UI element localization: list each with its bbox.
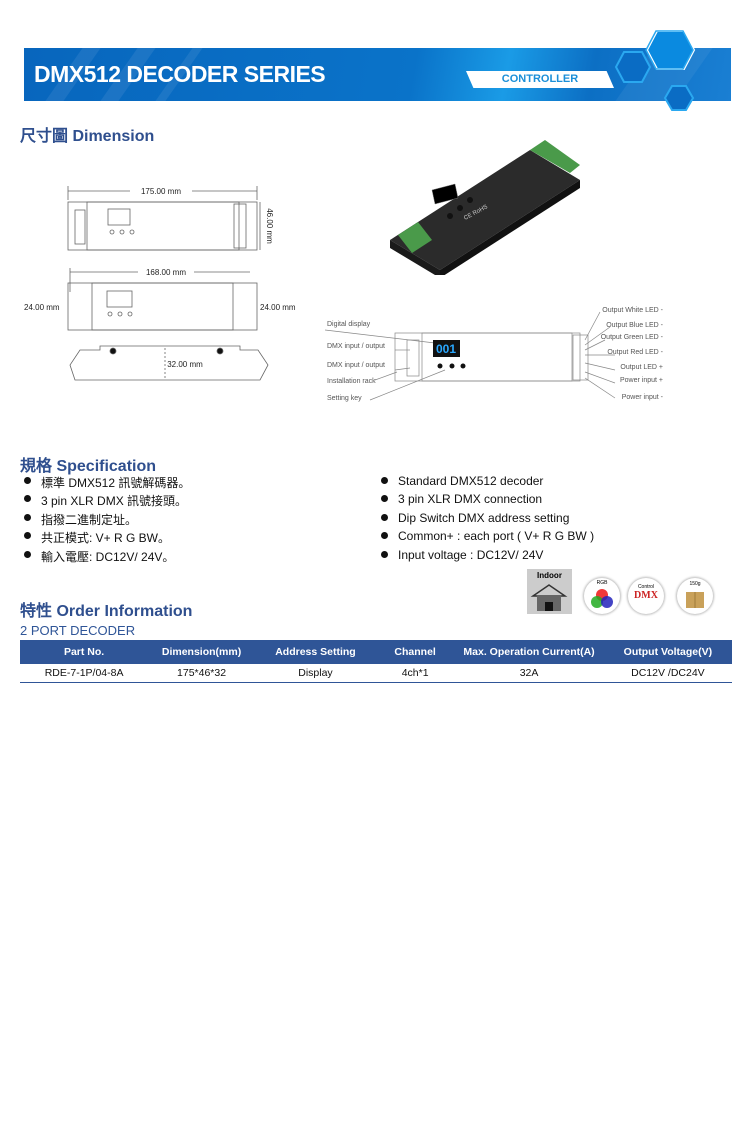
controller-tag: CONTROLLER [466, 71, 614, 88]
hexagon-decoration-icon [614, 30, 696, 111]
bullet-icon [24, 495, 31, 502]
spec-text: 輸入電壓: DC12V/ 24V。 [41, 550, 175, 564]
callout-dmx-io-1: DMX input / output [327, 343, 385, 350]
callout-power-minus: Power input - [622, 394, 664, 401]
callout-green: Output Green LED - [601, 334, 664, 341]
bullet-icon [381, 551, 388, 558]
table-cell: 175*46*32 [148, 664, 255, 683]
table-cell: 4ch*1 [375, 664, 455, 683]
spec-text: 3 pin XLR DMX connection [398, 492, 543, 506]
callout-blue: Output Blue LED - [606, 322, 663, 329]
spec-text: 共正模式: V+ R G BW。 [41, 531, 171, 545]
callout-installation-rack: Installation rack [327, 378, 376, 385]
mount-length-label: 168.00 mm [146, 268, 186, 277]
table-cell: Display [254, 664, 376, 683]
dimension-heading: 尺寸圖 Dimension [20, 128, 155, 145]
callout-red: Output Red LED - [607, 349, 663, 356]
callout-digital-display: Digital display [327, 321, 371, 328]
spec-text: 指撥二進制定址。 [41, 513, 138, 527]
spec-text: Dip Switch DMX address setting [398, 511, 570, 525]
weight-label: 150g [689, 581, 701, 587]
spec-heading: 規格 Specification [20, 458, 157, 475]
bullet-icon [381, 477, 388, 484]
display-digits: 001 [436, 342, 456, 356]
spec-text: Standard DMX512 decoder [398, 474, 544, 488]
table-cell: RDE-7-1P/04-8A [20, 664, 149, 683]
weight-badge: 150g [677, 578, 713, 614]
indoor-badge: Indoor [527, 569, 572, 614]
depth-label: 32.00 mm [167, 360, 203, 369]
bullet-icon [24, 532, 31, 539]
connection-diagram: 001 Digital display DMX input / output D… [325, 307, 664, 402]
order-heading: 特性 Order Information [20, 603, 193, 620]
dmx-badge: Control DMX [628, 578, 664, 614]
order-subheading: 2 PORT DECODER [20, 623, 136, 638]
column-header: Dimension(mm) [148, 640, 255, 664]
column-header: Address Setting [254, 640, 376, 664]
bullet-icon [381, 514, 388, 521]
banner-title: DMX512 DECODER SERIES [34, 61, 326, 87]
box-icon [686, 592, 704, 608]
spec-text: Input voltage : DC12V/ 24V [398, 548, 544, 562]
product-image: CE RoHS [390, 140, 580, 275]
column-header: Part No. [20, 640, 149, 664]
mount-right-label: 24.00 mm [260, 303, 296, 312]
rgb-label: RGB [596, 580, 608, 586]
header-banner: DMX512 DECODER SERIES [24, 48, 731, 101]
table-cell: 32A [454, 664, 604, 683]
height-label: 46.00 mm [265, 208, 274, 244]
callout-dmx-io-2: DMX input / output [327, 362, 385, 369]
callout-white: Output White LED - [602, 307, 663, 314]
column-header: Channel [375, 640, 455, 664]
table-cell: DC12V /DC24V [603, 664, 732, 683]
callout-setting-key: Setting key [327, 395, 362, 402]
column-header: Max. Operation Current(A) [454, 640, 604, 664]
mount-left-label: 24.00 mm [24, 303, 60, 312]
spec-text: 3 pin XLR DMX 訊號接頭。 [41, 494, 188, 508]
rgb-circles-icon [591, 589, 613, 608]
control-label: Control [637, 584, 655, 590]
spec-text: 標準 DMX512 訊號解碼器。 [41, 476, 191, 490]
rgb-badge: RGB [584, 578, 620, 614]
indoor-label: Indoor [537, 571, 562, 580]
bullet-icon [24, 514, 31, 521]
bullet-icon [381, 532, 388, 539]
bullet-icon [381, 495, 388, 502]
callout-power-plus: Power input + [620, 377, 663, 384]
bullet-icon [24, 477, 31, 484]
column-header: Output Voltage(V) [603, 640, 732, 664]
dmx-label: DMX [634, 590, 658, 601]
dimension-drawing: 175.00 mm 46.00 mm 168.00 mm 24.00 mm 24… [24, 185, 296, 381]
length-label: 175.00 mm [141, 187, 181, 196]
bullet-icon [24, 551, 31, 558]
callout-led-plus: Output LED + [620, 364, 663, 371]
spec-text: Common+ : each port ( V+ R G BW ) [398, 529, 595, 543]
house-icon [530, 584, 568, 611]
